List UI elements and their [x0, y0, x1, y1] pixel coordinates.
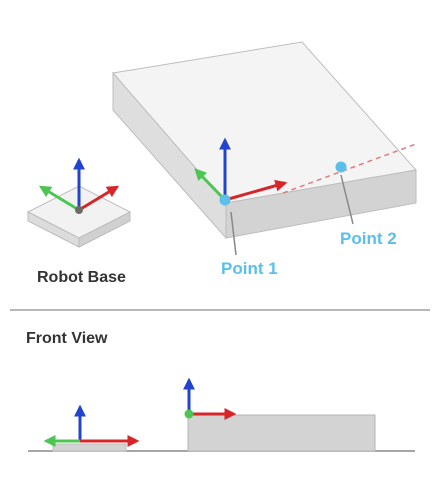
point-1-leader	[230, 211, 237, 256]
point-1-marker	[219, 194, 231, 206]
point-1-axes	[194, 137, 288, 202]
robot-base-label: Robot Base	[37, 269, 126, 286]
front-view-workpiece	[187, 414, 376, 452]
point-1-label: Point 1	[221, 259, 278, 278]
workpiece-box	[112, 41, 417, 240]
x-axis-arrow-icon	[78, 185, 120, 212]
x-axis-arrow-icon	[224, 179, 288, 202]
y-axis-arrow-icon	[38, 185, 80, 212]
front-view-diagram	[28, 377, 415, 452]
robot-base-axes	[38, 157, 120, 214]
reference-edge-dashed	[282, 143, 417, 194]
y-axis-arrow-icon	[194, 168, 227, 202]
front-view-origin-marker	[184, 409, 194, 419]
point-2-label: Point 2	[340, 229, 397, 248]
robot-base-origin	[75, 206, 83, 214]
front-view-robot-base	[52, 443, 127, 452]
point-2-leader	[340, 174, 354, 225]
robot-base-right-face	[78, 211, 131, 248]
workpiece-front-face	[225, 169, 417, 239]
point-2-marker	[335, 161, 347, 173]
front-view-title: Front View	[26, 330, 108, 347]
